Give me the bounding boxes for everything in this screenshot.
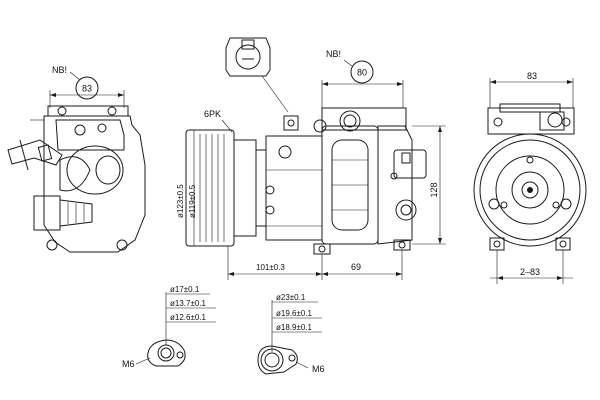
main-side-view: 6PK ø123±0.5 ø119±0.5 [176,37,446,280]
fit1-thread-text: M6 [122,359,135,369]
left-side-view: 83 NB! [7,65,146,253]
dim-balloon-80 [350,60,374,84]
dia-123-label: ø123±0.5 [176,184,185,218]
fit2-d2-text: ø19.6±0.1 [276,309,313,318]
fit1-d2-text: ø13.7±0.1 [170,299,207,308]
fit2-d3-text: ø18.9±0.1 [276,323,313,332]
connector-detail [225,37,271,77]
fit2-thread-text: M6 [312,364,325,374]
six-pk-label: 6PK [204,109,221,119]
front-pulley-outer [473,133,587,247]
dim-101-text: 101±0.3 [256,263,285,272]
dia-119-label: ø119±0.5 [188,184,197,218]
dim-69-text: 69 [351,262,361,272]
dim-80-text: 80 [357,68,367,78]
fit1-d1-text: ø17±0.1 [170,285,200,294]
dim-128-text: 128 [429,182,439,197]
fit1-d3-text: ø12.6±0.1 [170,313,207,322]
nb-mid-text: NB! [326,49,341,59]
fit2-d1-text: ø23±0.1 [276,293,306,302]
dim-balloon-83-left [75,76,99,100]
dim-83-left-text: 83 [82,84,92,94]
nb-left-text: NB! [52,65,67,75]
fitting-detail-1: ø17±0.1 ø13.7±0.1 ø12.6±0.1 M6 [122,285,216,369]
front-view: 83 2–83 [473,71,587,284]
dim-83-right-text: 83 [527,71,537,81]
fitting-detail-2: ø23±0.1 ø19.6±0.1 ø18.9±0.1 M6 [257,293,325,375]
dim-2-83-text: 2–83 [520,267,540,277]
